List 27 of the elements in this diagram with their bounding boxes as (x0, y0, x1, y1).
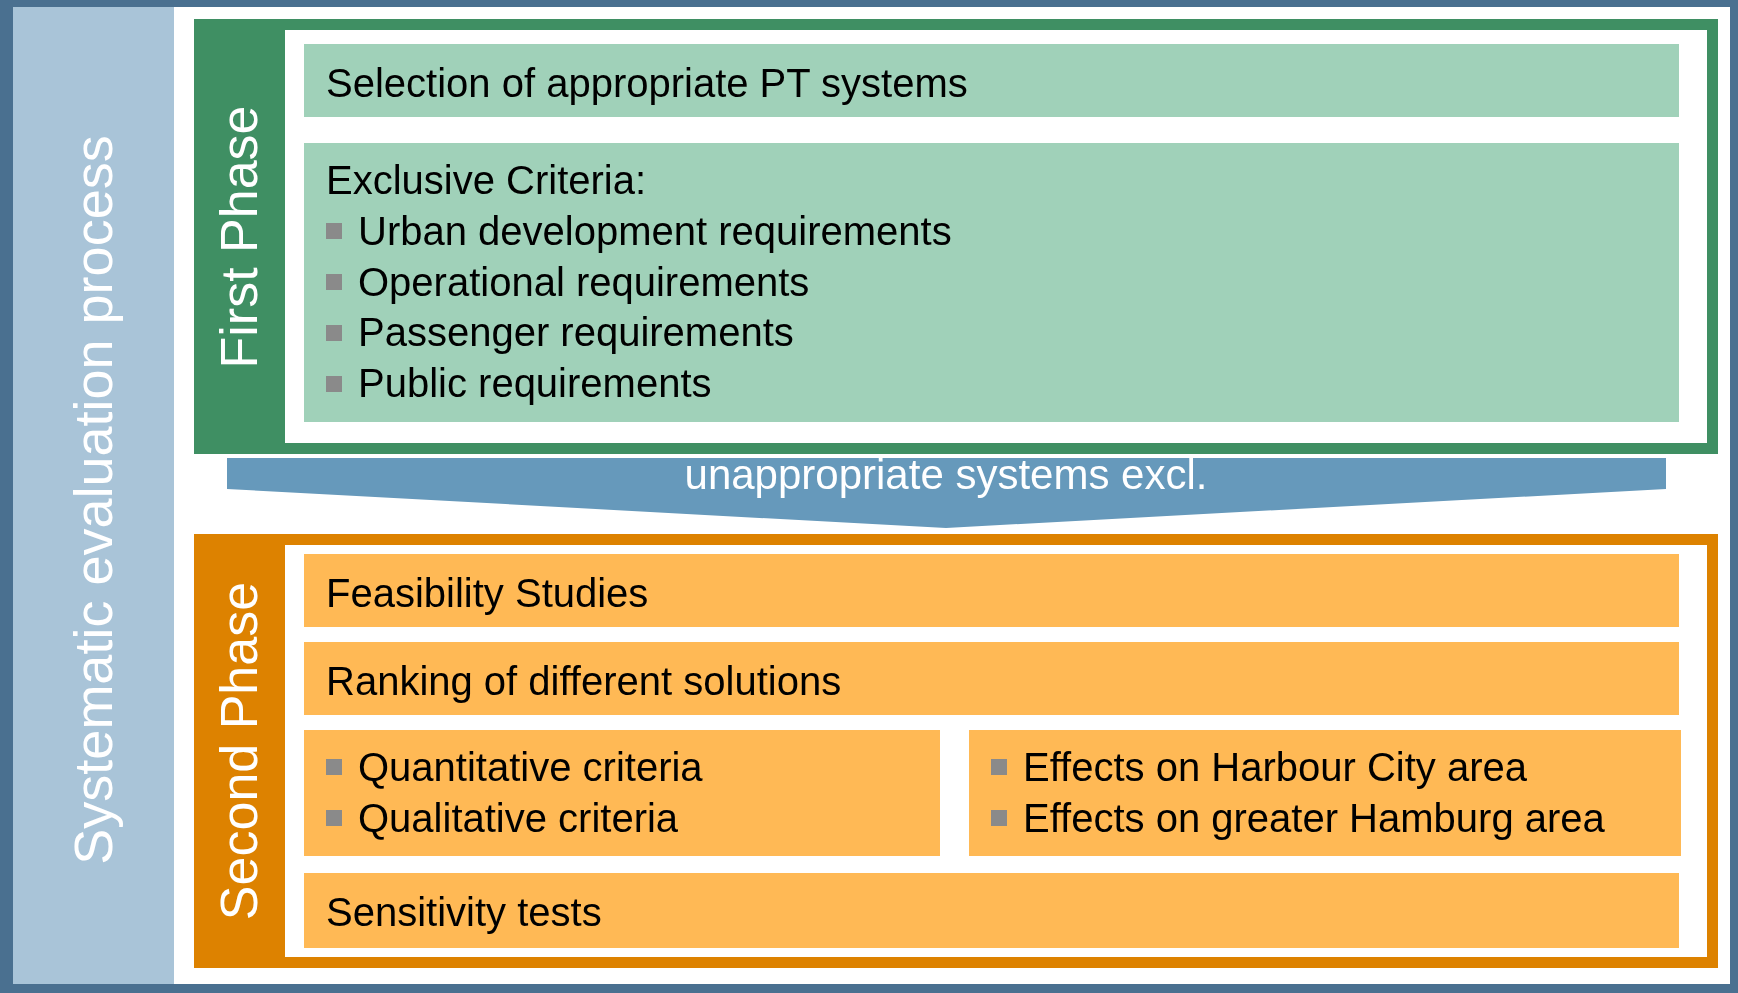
edge-label: unappropriate systems excl. (684, 454, 1208, 496)
list-item: Urban development requirements (358, 207, 952, 255)
box-heading: Exclusive Criteria: (326, 157, 647, 204)
phase-panel (194, 534, 1718, 968)
criteria-box (304, 143, 1679, 422)
criteria-box (969, 730, 1681, 856)
list-item: Effects on greater Hamburg area (1023, 794, 1605, 842)
criteria-box (304, 44, 1679, 117)
criteria-box (304, 873, 1679, 948)
list-item: Public requirements (358, 360, 712, 408)
box-label: Sensitivity tests (326, 889, 602, 936)
list-item: Qualitative criteria (358, 794, 679, 842)
criteria-box (304, 642, 1679, 715)
box-label: Feasibility Studies (326, 570, 649, 617)
criteria-box (304, 730, 940, 856)
list-item: Quantitative criteria (358, 744, 703, 791)
list-item: Passenger requirements (358, 309, 794, 357)
box-label: Ranking of different solutions (326, 658, 842, 705)
arrow (227, 458, 1666, 528)
list-item: Effects on Harbour City area (1023, 744, 1527, 791)
criteria-box (304, 554, 1679, 627)
box-label: Selection of appropriate PT systems (326, 60, 968, 107)
phase-title: First Phase (209, 105, 269, 368)
phase-panel (194, 19, 1718, 454)
process-title: Systematic evaluation process (62, 135, 124, 865)
list-item: Operational requirements (358, 258, 810, 306)
phase-title: Second Phase (209, 581, 269, 921)
